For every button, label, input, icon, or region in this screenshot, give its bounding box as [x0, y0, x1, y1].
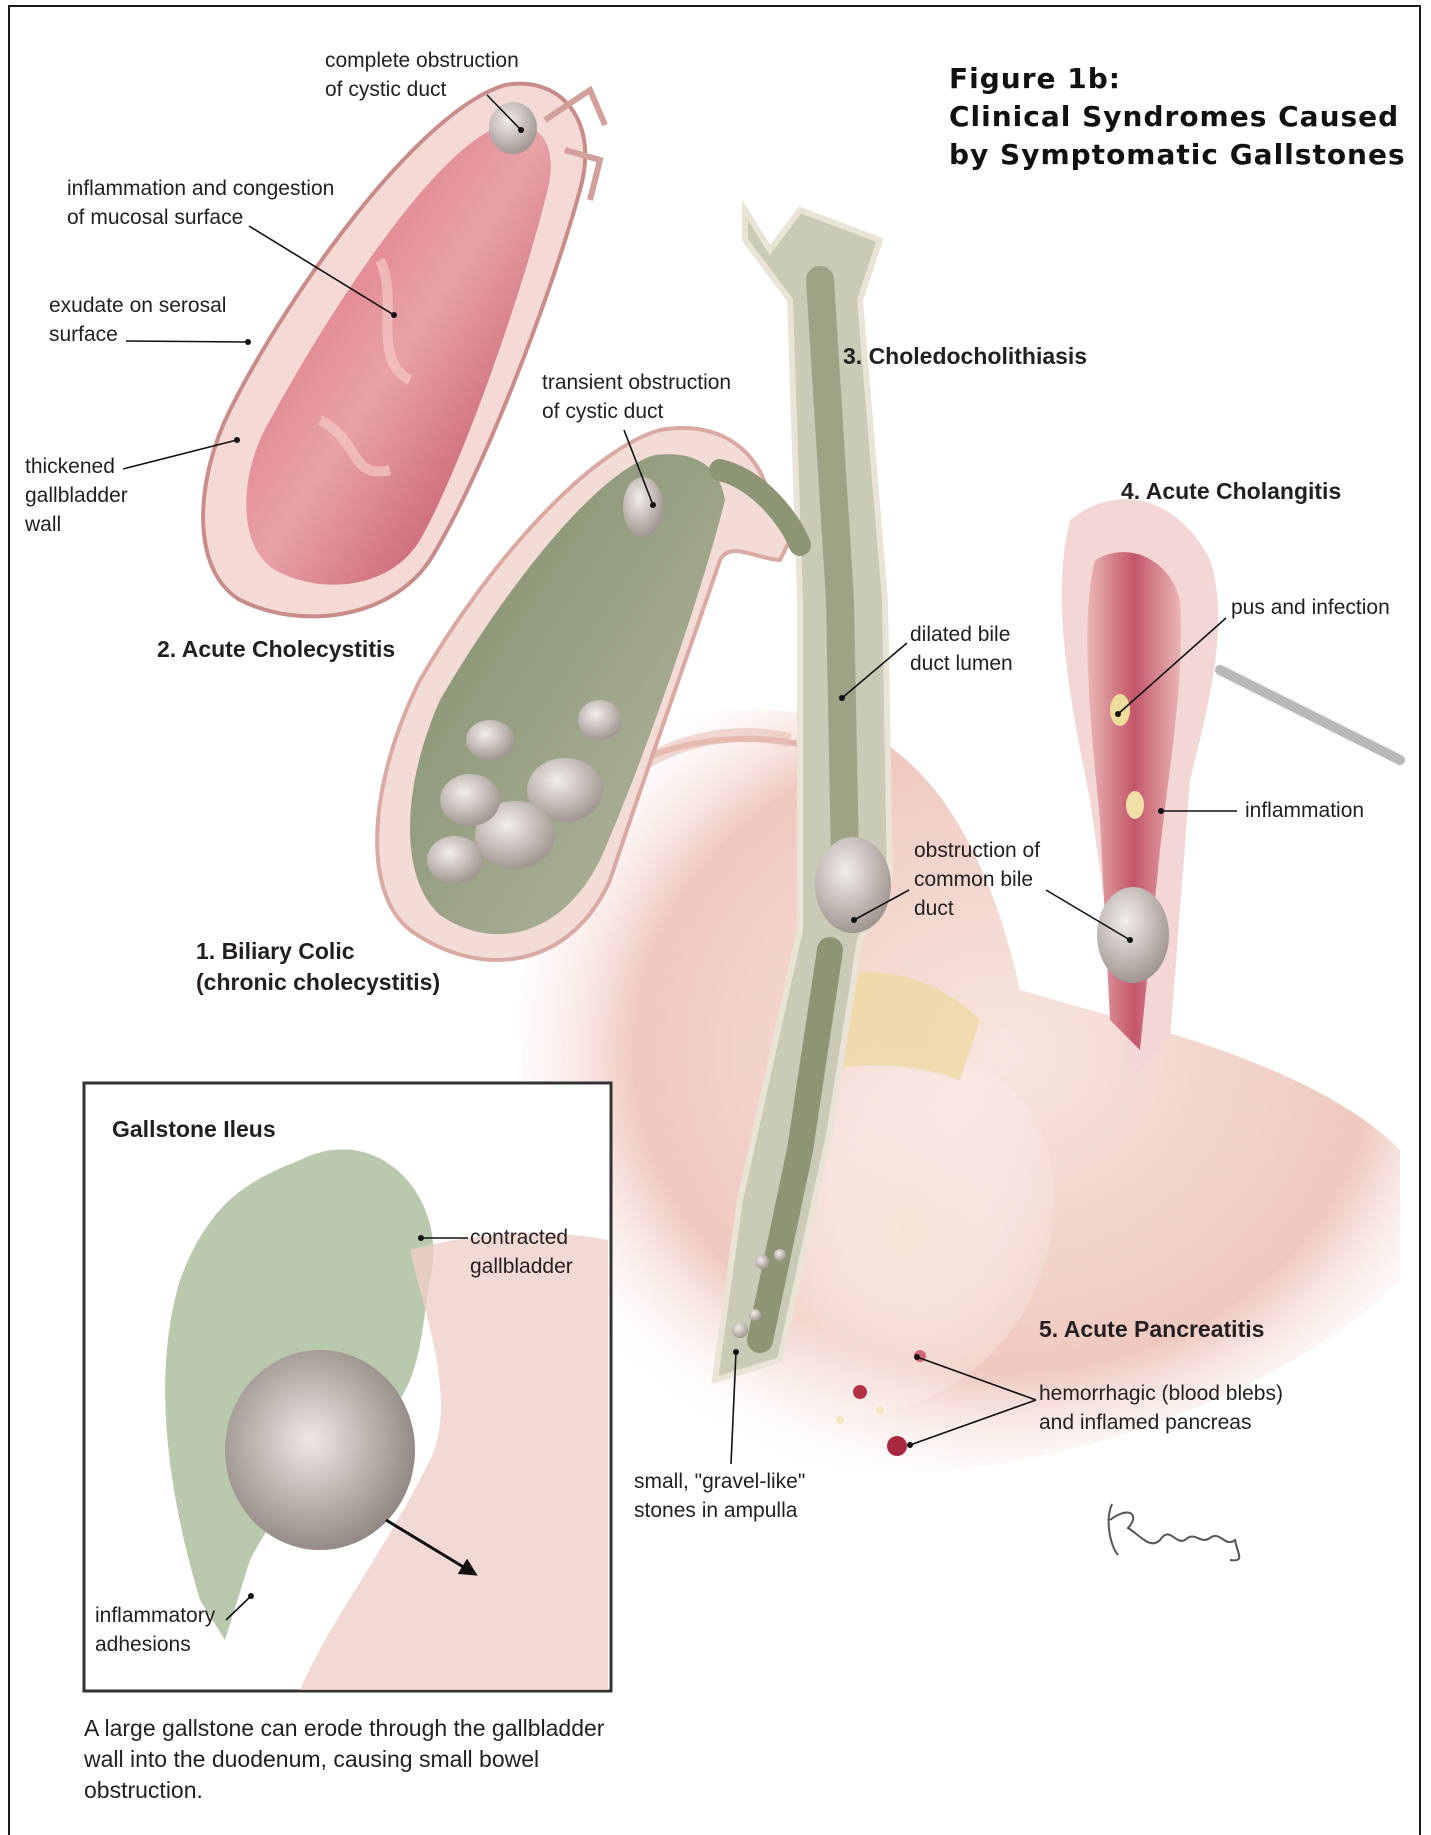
- figure-title: Figure 1b: Clinical Syndromes Caused by …: [949, 60, 1406, 174]
- label-pus-infection: pus and infection: [1231, 593, 1390, 622]
- cystic-duct-stone-complete: [489, 102, 537, 154]
- label-transient-obstruction: transient obstruction of cystic duct: [542, 368, 731, 426]
- label-obstruction-cbd: obstruction of common bile duct: [914, 836, 1040, 923]
- label-complete-obstruction: complete obstruction of cystic duct: [325, 46, 519, 104]
- label-inflammation: inflammation: [1245, 796, 1364, 825]
- label-dilated-duct: dilated bile duct lumen: [910, 620, 1013, 678]
- section-biliary-colic: 1. Biliary Colic (chronic cholecystitis): [196, 936, 440, 998]
- section-acute-cholecystitis: 2. Acute Cholecystitis: [157, 634, 395, 665]
- figure-caption: A large gallstone can erode through the …: [84, 1713, 644, 1806]
- section-acute-cholangitis: 4. Acute Cholangitis: [1121, 476, 1341, 507]
- gallstone-ileus-inset: [84, 1083, 611, 1691]
- cystic-duct-stone: [623, 477, 663, 537]
- section-acute-pancreatitis: 5. Acute Pancreatitis: [1039, 1314, 1264, 1345]
- ampulla-stone: [732, 1322, 748, 1338]
- label-contracted-gallbladder: contracted gallbladder: [470, 1223, 573, 1281]
- label-thickened-wall: thickened gallbladder wall: [25, 452, 128, 539]
- label-inflammation-congestion: inflammation and congestion of mucosal s…: [67, 174, 334, 232]
- section-gallstone-ileus: Gallstone Ileus: [112, 1114, 276, 1145]
- artist-signature: [1109, 1504, 1240, 1560]
- label-inflammatory-adhesions: inflammatory adhesions: [95, 1601, 215, 1659]
- section-choledocholithiasis: 3. Choledocholithiasis: [843, 341, 1087, 372]
- cholangitis-stone: [1097, 887, 1169, 983]
- cholangitis-duct: [1062, 499, 1400, 1080]
- label-hemorrhagic: hemorrhagic (blood blebs) and inflamed p…: [1039, 1379, 1283, 1437]
- label-gravel-stones: small, "gravel-like" stones in ampulla: [634, 1467, 805, 1525]
- label-exudate: exudate on serosal surface: [49, 291, 226, 349]
